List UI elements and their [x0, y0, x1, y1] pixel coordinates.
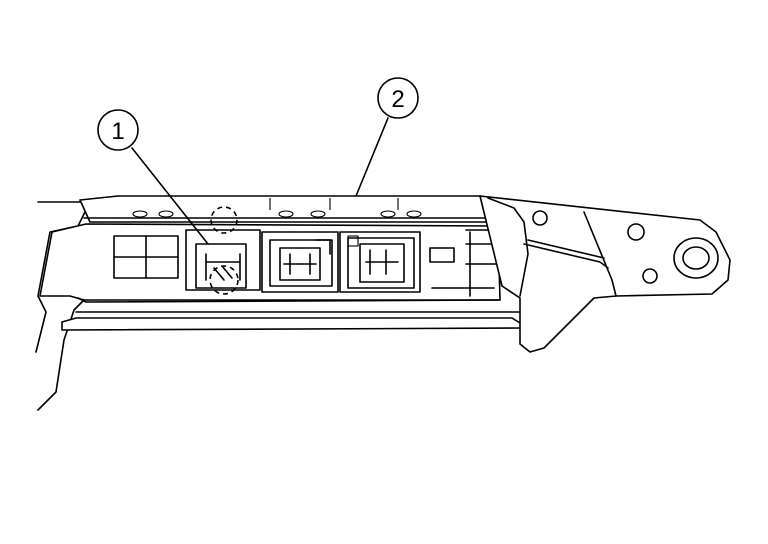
connector-3 — [339, 231, 421, 293]
callout-2-label: 2 — [391, 86, 404, 113]
callout-2-circle — [377, 77, 419, 119]
callout-1-label: 1 — [111, 118, 124, 145]
callout-1-circle — [97, 109, 139, 151]
vent-grid — [113, 235, 179, 279]
connector-2 — [261, 231, 339, 293]
connector-1 — [185, 206, 261, 295]
callout-2: 2 — [355, 77, 419, 197]
right-fittings — [429, 229, 499, 297]
callout-1: 1 — [97, 109, 209, 245]
mounting-bracket — [479, 195, 731, 353]
top-holes — [132, 198, 422, 218]
